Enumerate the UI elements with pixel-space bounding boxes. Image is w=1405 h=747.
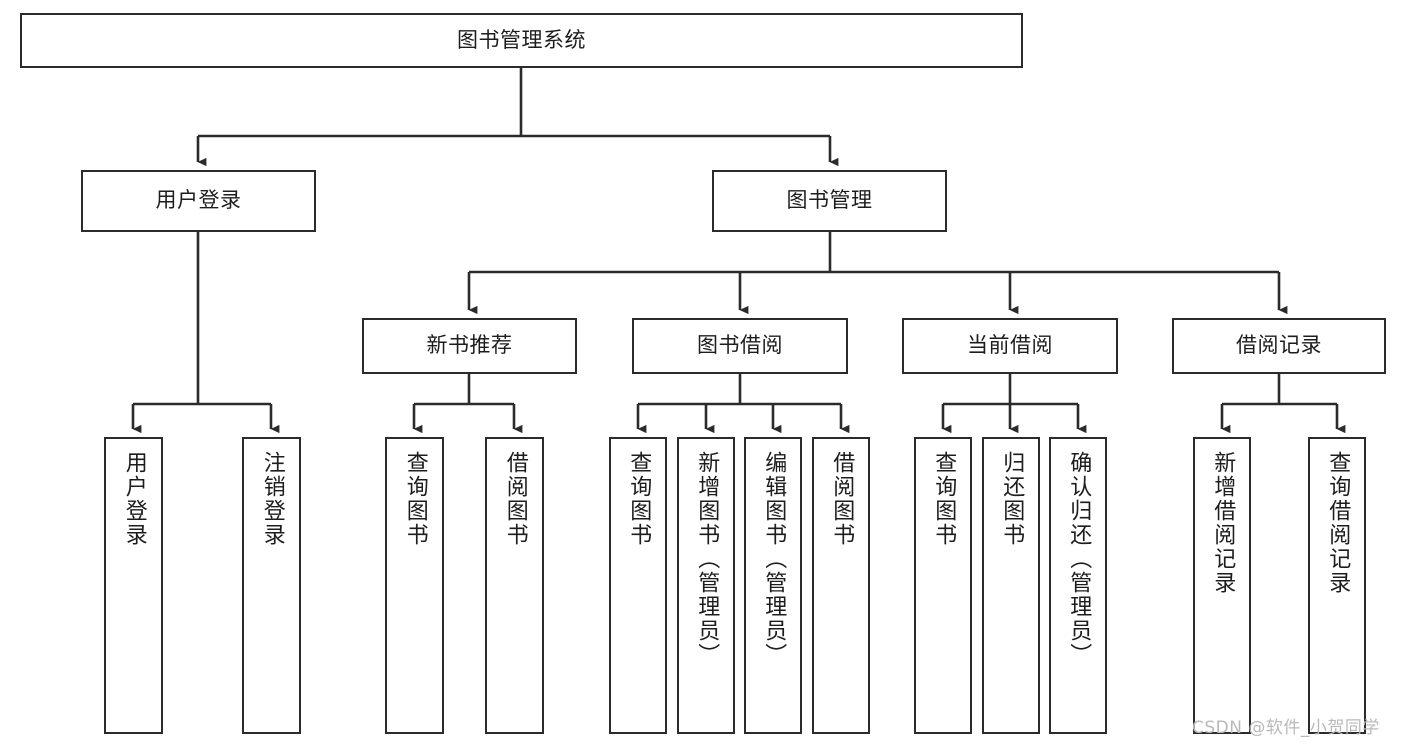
node-root-system[interactable]: 图书管理系统 (20, 13, 1023, 68)
node-label: 借阅记录 (1236, 333, 1322, 358)
node-label: 新书推荐 (426, 333, 513, 358)
node-new-book-recommend[interactable]: 新书推荐 (362, 318, 577, 374)
node-label: 确认归还（管理员） (1066, 451, 1092, 667)
node-label: 图书借阅 (697, 333, 783, 358)
node-label: 当前借阅 (967, 333, 1053, 358)
node-leaf-query-book-current[interactable]: 查询图书 (914, 437, 972, 734)
node-leaf-query-borrow-record[interactable]: 查询借阅记录 (1308, 437, 1366, 734)
node-label: 借阅图书 (829, 451, 855, 547)
node-label: 注销登录 (259, 451, 285, 547)
node-label: 编辑图书（管理员） (761, 451, 787, 667)
node-label: 新增图书（管理员） (694, 451, 720, 667)
node-borrow-record[interactable]: 借阅记录 (1172, 318, 1386, 374)
node-leaf-logout[interactable]: 注销登录 (242, 437, 301, 734)
node-leaf-query-book-recommend[interactable]: 查询图书 (385, 437, 444, 734)
node-label: 图书管理 (786, 188, 873, 213)
node-label: 查询图书 (402, 451, 428, 547)
node-leaf-add-borrow-record[interactable]: 新增借阅记录 (1193, 437, 1251, 734)
node-label: 查询图书 (626, 451, 652, 547)
node-label: 查询借阅记录 (1325, 451, 1351, 595)
node-book-borrow[interactable]: 图书借阅 (632, 318, 848, 374)
node-leaf-edit-book-admin[interactable]: 编辑图书（管理员） (744, 437, 802, 734)
node-label: 图书管理系统 (457, 27, 586, 52)
watermark-text: CSDN @软件_小贺同学 (1192, 718, 1380, 738)
node-label: 查询图书 (931, 451, 957, 547)
node-leaf-return-book[interactable]: 归还图书 (982, 437, 1040, 734)
node-leaf-borrow-book[interactable]: 借阅图书 (812, 437, 870, 734)
node-leaf-confirm-return-admin[interactable]: 确认归还（管理员） (1049, 437, 1107, 734)
node-label: 借阅图书 (502, 451, 528, 547)
node-label: 归还图书 (999, 451, 1025, 547)
node-label: 用户登录 (155, 188, 242, 213)
node-label: 用户登录 (121, 451, 147, 547)
node-current-borrow[interactable]: 当前借阅 (902, 318, 1118, 374)
node-leaf-borrow-book-recommend[interactable]: 借阅图书 (485, 437, 544, 734)
node-book-management[interactable]: 图书管理 (712, 170, 947, 232)
node-label: 新增借阅记录 (1210, 451, 1236, 595)
node-user-login[interactable]: 用户登录 (81, 170, 316, 232)
node-leaf-add-book-admin[interactable]: 新增图书（管理员） (677, 437, 735, 734)
node-leaf-user-login[interactable]: 用户登录 (104, 437, 163, 734)
node-leaf-query-book-borrow[interactable]: 查询图书 (609, 437, 667, 734)
